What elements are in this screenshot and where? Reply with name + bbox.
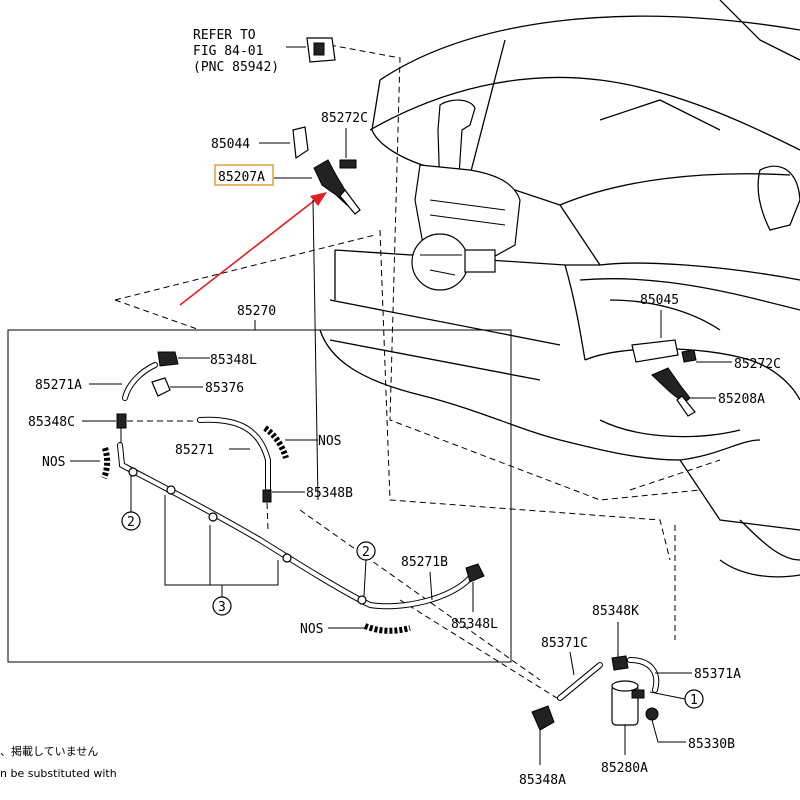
refer-line-2: FIG 84-01 xyxy=(193,44,263,59)
joint-icon xyxy=(157,351,179,367)
hose-segment-icon xyxy=(101,447,111,480)
label-85371A[interactable]: 85371A xyxy=(694,667,741,682)
label-85280A[interactable]: 85280A xyxy=(601,761,648,776)
label-85348L-top[interactable]: 85348L xyxy=(210,353,257,368)
highlight-box xyxy=(214,164,274,186)
callout-2a-text: 2 xyxy=(127,515,135,530)
label-85270[interactable]: 85270 xyxy=(237,304,276,319)
label-85348A[interactable]: 85348A xyxy=(519,773,566,788)
label-85348B[interactable]: 85348B xyxy=(306,486,353,501)
joint-icon xyxy=(611,655,629,671)
label-85044[interactable]: 85044 xyxy=(211,137,250,152)
assembly-frame xyxy=(7,329,512,663)
washer-pump-icon xyxy=(611,680,645,726)
label-85208A[interactable]: 85208A xyxy=(718,392,765,407)
refer-line-1: REFER TO xyxy=(193,28,256,43)
label-85272C-top[interactable]: 85272C xyxy=(321,111,368,126)
callout-2a xyxy=(121,511,141,531)
label-85271A[interactable]: 85271A xyxy=(35,378,82,393)
refer-line-3: (PNC 85942) xyxy=(193,60,279,75)
footnote: 、掲載していません n be substituted with xyxy=(0,744,117,780)
label-85330B[interactable]: 85330B xyxy=(688,737,735,752)
hose-assembly-box: 85270 85348L 85271A 85376 85348C 85271 N… xyxy=(7,304,512,663)
label-85207A[interactable]: 85207A xyxy=(218,170,265,185)
washer-nozzle-left-group: 85044 85272C 85207A xyxy=(179,111,368,501)
label-nos-1[interactable]: NOS xyxy=(318,434,341,449)
label-85271B[interactable]: 85271B xyxy=(401,555,448,570)
callout-2b-text: 2 xyxy=(362,545,370,560)
label-85271[interactable]: 85271 xyxy=(175,443,214,458)
joint-icon xyxy=(531,705,555,731)
hose-segment-icon xyxy=(363,623,411,634)
tee-joint-icon xyxy=(116,413,127,429)
clamp-icon xyxy=(151,377,171,397)
clip-icon xyxy=(681,349,697,363)
label-85376[interactable]: 85376 xyxy=(205,381,244,396)
washer-nozzle-85208A-icon xyxy=(651,367,696,417)
label-85272C-right[interactable]: 85272C xyxy=(734,357,781,372)
callout-1-text: 1 xyxy=(690,693,698,708)
label-85348L-bottom[interactable]: 85348L xyxy=(451,617,498,632)
refer-to-note: REFER TO FIG 84-01 (PNC 85942) xyxy=(193,28,336,75)
label-nos-2[interactable]: NOS xyxy=(42,455,65,470)
joint-icon xyxy=(465,563,485,583)
washer-nozzle-right-group: 85045 85272C 85208A xyxy=(631,293,781,417)
nozzle-cover-icon xyxy=(631,339,679,363)
label-85371C[interactable]: 85371C xyxy=(541,636,588,651)
joint-icon xyxy=(262,489,272,503)
footnote-line-2: n be substituted with xyxy=(0,767,117,780)
washer-pump-group: 85348K 85371C 85371A 1 85280A 85330B 853… xyxy=(519,604,741,788)
label-85045[interactable]: 85045 xyxy=(640,293,679,308)
callout-3-text: 3 xyxy=(218,600,226,615)
grommet-icon xyxy=(645,707,659,721)
clip-icon xyxy=(339,159,357,169)
footnote-line-1: 、掲載していません xyxy=(0,744,98,758)
label-85348C[interactable]: 85348C xyxy=(28,415,75,430)
label-nos-3[interactable]: NOS xyxy=(300,622,323,637)
nozzle-cover-icon xyxy=(292,126,309,160)
arrow-head-icon xyxy=(310,192,327,206)
highlight-arrow xyxy=(179,199,316,306)
vehicle-body-outline xyxy=(114,0,800,701)
washer-nozzle-85207A-icon xyxy=(313,159,361,215)
callout-3 xyxy=(212,596,232,616)
label-85348K[interactable]: 85348K xyxy=(592,604,639,619)
